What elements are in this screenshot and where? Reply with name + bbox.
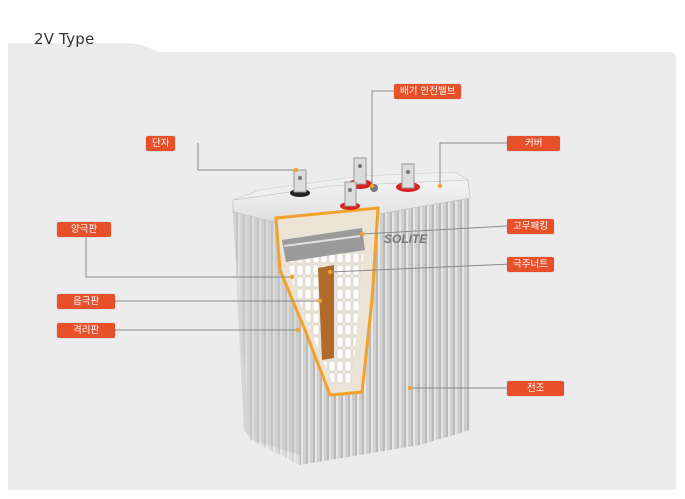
leader-lines xyxy=(85,90,518,389)
brand-logo: SOLITE xyxy=(384,232,428,246)
cutaway-outline xyxy=(274,206,380,397)
label-rubber-packing: 고무패킹 xyxy=(507,219,554,234)
label-container: 전조 xyxy=(507,381,565,396)
label-positive-plate: 양극판 xyxy=(57,222,112,237)
label-pole-nut: 극주너트 xyxy=(507,257,554,272)
label-separator: 격리판 xyxy=(57,323,116,338)
label-negative-plate: 음극판 xyxy=(57,294,116,309)
page-title: 2V Type xyxy=(34,30,95,48)
cutaway: SOLITE xyxy=(274,206,428,397)
negative-plate-section xyxy=(318,265,334,360)
leader-dots xyxy=(289,167,443,391)
label-cover: 커버 xyxy=(507,136,561,151)
label-vent-valve: 배기 안전밸브 xyxy=(394,84,462,99)
label-terminal: 단자 xyxy=(146,136,176,151)
terminal-posts xyxy=(290,157,420,210)
